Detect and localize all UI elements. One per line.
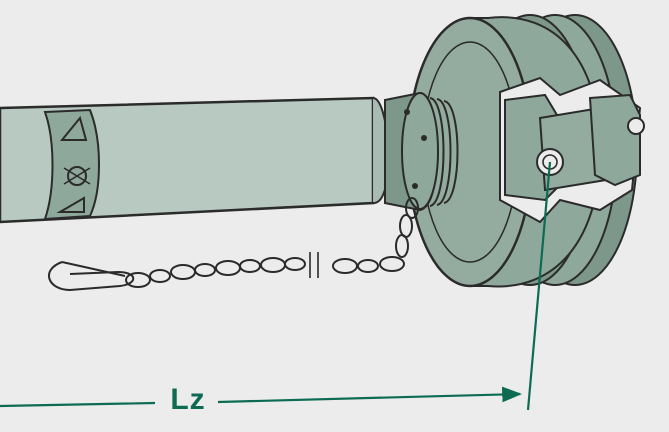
warning-label-band (43, 108, 100, 221)
dimension-extension-line (526, 161, 552, 411)
bearing-collar (384, 91, 459, 212)
hazard-icon (67, 166, 87, 186)
safety-chain (48, 197, 419, 292)
dimension-arrow (217, 386, 522, 404)
dimension-label: Lz (170, 383, 206, 416)
book-icon (56, 196, 85, 213)
no-touch-icon (63, 167, 91, 185)
warning-triangle-icon (59, 115, 88, 141)
universal-joint-yoke (499, 76, 645, 224)
dimension-line (0, 161, 552, 411)
